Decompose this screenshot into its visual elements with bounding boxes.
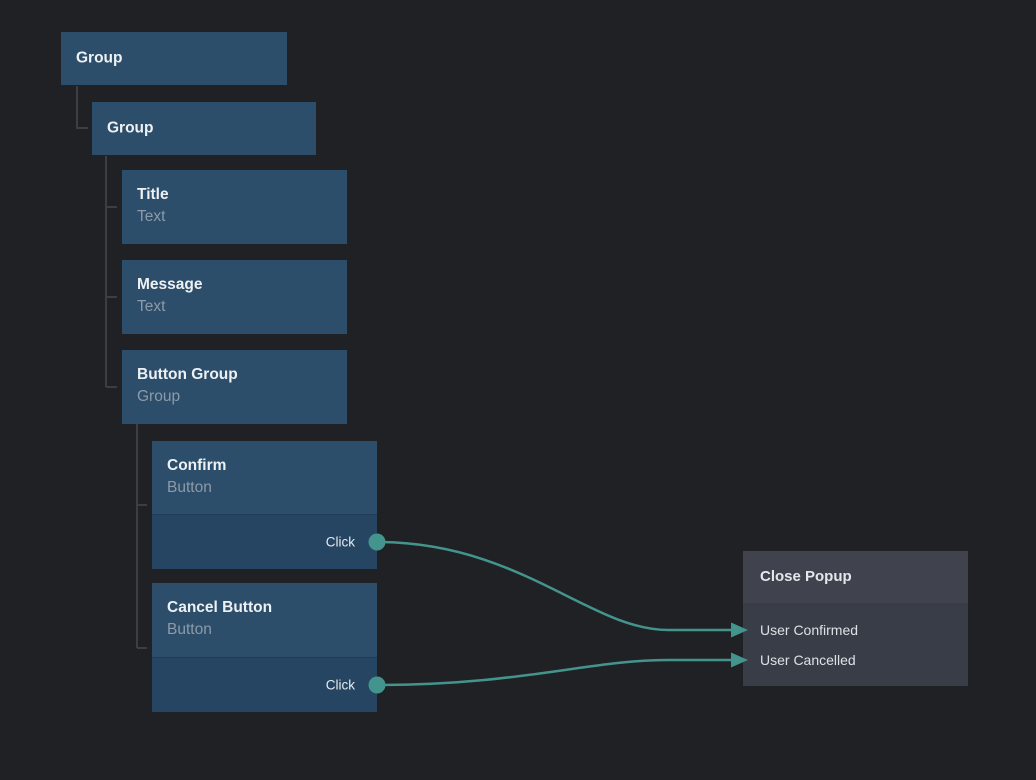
node-label: Message	[137, 276, 203, 293]
node-type-label: Button	[167, 620, 212, 638]
input-row-user-cancelled[interactable]: User Cancelled	[760, 652, 856, 668]
tree-node-group-root[interactable]: Group	[61, 32, 287, 85]
tree-node-confirm-button[interactable]: Confirm Button Click	[152, 441, 377, 569]
tree-node-button-group[interactable]: Button Group Group	[122, 350, 347, 424]
event-label: Click	[325, 677, 355, 693]
node-type-label: Button	[167, 478, 212, 496]
action-node-title: Close Popup	[743, 551, 968, 603]
tree-line-buttongroup-children	[136, 424, 147, 649]
tree-node-cancel-button[interactable]: Cancel Button Button Click	[152, 583, 377, 712]
confirm-click-event-row[interactable]: Click	[152, 514, 377, 569]
node-label: Group	[107, 119, 154, 137]
action-node-close-popup[interactable]: Close Popup User Confirmed User Cancelle…	[743, 551, 968, 686]
event-label: Click	[325, 534, 355, 550]
tree-line-group2-children	[105, 156, 117, 388]
node-type-label: Text	[137, 207, 166, 225]
node-type-label: Text	[137, 297, 166, 315]
node-type-label: Group	[137, 387, 181, 405]
node-label: Button Group	[137, 366, 238, 383]
tree-node-group-child[interactable]: Group	[92, 102, 316, 155]
tree-node-message[interactable]: Message Text	[122, 260, 347, 334]
cancel-click-event-row[interactable]: Click	[152, 657, 377, 712]
node-label: Cancel Button	[167, 599, 273, 616]
input-row-user-confirmed[interactable]: User Confirmed	[760, 622, 859, 638]
node-label: Confirm	[167, 457, 227, 474]
tree-line-group1-group2	[76, 86, 88, 129]
wire-confirm-to-user-confirmed	[376, 540, 732, 632]
node-label: Title	[137, 186, 169, 203]
node-label: Group	[76, 49, 123, 67]
wire-cancel-to-user-cancelled	[376, 658, 732, 687]
tree-node-title[interactable]: Title Text	[122, 170, 347, 244]
action-node-inputs: User Confirmed User Cancelled	[743, 603, 968, 675]
